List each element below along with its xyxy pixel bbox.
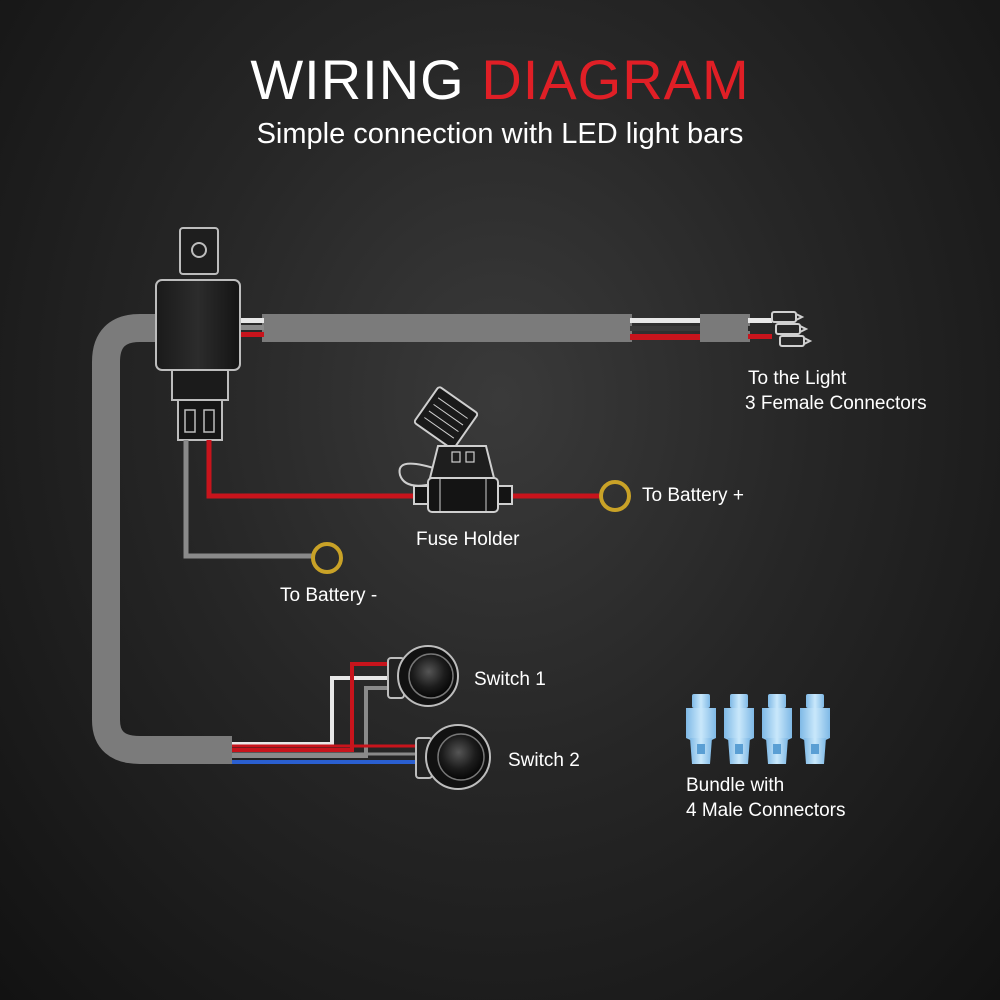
ground-wire [183,440,312,559]
main-harness [92,314,632,764]
label-switch-1: Switch 1 [474,669,546,690]
label-to-light: To the Light [748,368,847,389]
label-fuse-holder: Fuse Holder [416,529,520,550]
male-connector-icon [762,694,792,764]
fuse-holder-icon [398,386,513,513]
label-battery-positive: To Battery + [642,485,744,506]
switch-wires [232,662,420,764]
switch-2-icon [415,724,491,790]
label-female-connectors: 3 Female Connectors [745,393,927,414]
page-title: WIRING DIAGRAM [0,48,1000,112]
male-connector-icon [724,694,754,764]
male-connector-icon [686,694,716,764]
label-battery-negative: To Battery - [280,585,378,606]
title-word-wiring: WIRING [250,48,465,111]
relay-icon [155,227,241,441]
label-bundle: Bundle with [686,775,785,796]
female-spade-connector-icon [771,311,813,347]
label-switch-2: Switch 2 [508,750,580,771]
page-subtitle: Simple connection with LED light bars [256,118,744,150]
light-output-wires [630,314,772,342]
battery-positive-ring-terminal-icon [599,480,631,512]
positive-wire [206,440,600,499]
male-spade-connector-icons [686,694,830,764]
label-male-connectors: 4 Male Connectors [686,800,846,821]
male-connector-icon [800,694,830,764]
title-word-diagram: DIAGRAM [481,48,750,111]
relay-harness-wires [238,318,264,337]
switch-1-icon [387,645,459,707]
battery-negative-ring-terminal-icon [311,542,343,574]
